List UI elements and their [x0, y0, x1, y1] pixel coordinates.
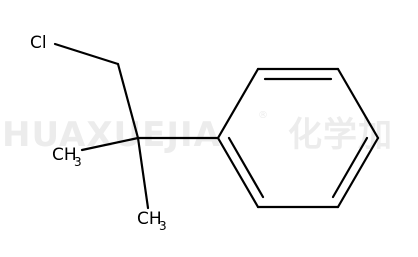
- atom-label-chlorine: Cl: [30, 33, 47, 53]
- bond-ch2-quaternary: [116, 62, 140, 140]
- watermark: HUAXUEJIA ® 化学加: [2, 110, 393, 155]
- watermark-cjk: 化学加: [288, 115, 393, 155]
- bond-quaternary-methyl-left: [80, 136, 140, 152]
- ring-bond-1: [216, 67, 260, 140]
- aliphatic-bonds: [53, 42, 220, 210]
- atom-labels: Cl CH 3 CH 3: [30, 33, 167, 233]
- ring-bond-6: [216, 136, 260, 209]
- ring-double-bond-lower-left: [227, 136, 265, 199]
- bond-cl-ch2: [53, 42, 120, 66]
- atom-label-methyl-bottom: CH: [137, 209, 162, 229]
- ring-bond-3: [336, 67, 380, 140]
- ring-bond-4: [336, 136, 380, 209]
- ring-double-bond-lower-right: [331, 136, 369, 199]
- atom-label-methyl-left: CH: [52, 145, 77, 165]
- watermark-registered-mark: ®: [258, 110, 268, 121]
- benzene-ring: [216, 67, 380, 209]
- atom-label-methyl-bottom-subscript: 3: [159, 219, 167, 233]
- watermark-latin: HUAXUEJIA: [2, 115, 221, 155]
- atom-label-methyl-left-subscript: 3: [74, 155, 82, 169]
- bond-quaternary-methyl-bottom: [136, 136, 150, 210]
